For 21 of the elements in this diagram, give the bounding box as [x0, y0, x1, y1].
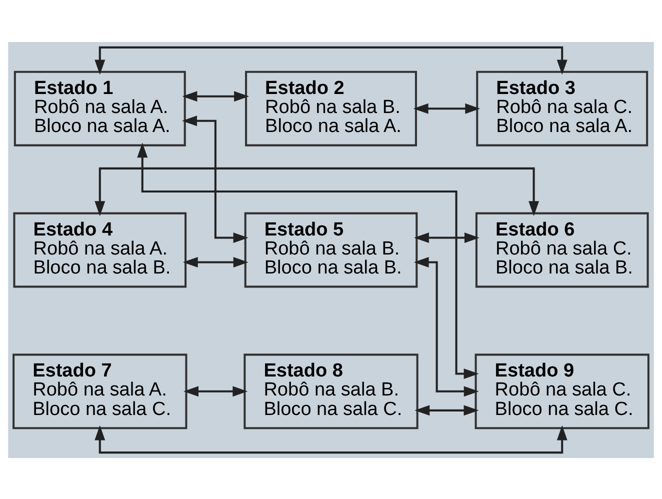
arrow	[414, 232, 480, 242]
node-box: Estado 1 Robô na sala A. Bloco na sala A.	[14, 70, 186, 146]
arrow	[414, 256, 479, 396]
node-box: Estado 6 Robô na sala C. Bloco na sala B.	[475, 212, 649, 288]
node-box: Estado 3 Robô na sala C. Bloco na sala A.	[476, 70, 648, 146]
node-box: Estado 2 Robô na sala B. Bloco na sala A.	[245, 70, 417, 146]
node-box: Estado 4 Robô na sala A. Bloco na sala B.	[13, 212, 187, 288]
node-box: Estado 8 Robô na sala B. Bloco na sala C.	[244, 353, 418, 429]
node-box: Estado 9 Robô na sala C. Bloco na sala C.	[474, 353, 650, 429]
arrow	[137, 142, 479, 378]
arrow	[414, 404, 479, 416]
node-box: Estado 7 Robô na sala A. Bloco na sala C.	[12, 353, 188, 429]
arrow	[182, 115, 248, 242]
arrow	[413, 102, 480, 114]
arrow	[182, 90, 250, 102]
arrow	[182, 256, 248, 267]
arrow	[94, 424, 568, 454]
arrow	[184, 386, 248, 396]
arrow	[94, 46, 568, 74]
node-box: Estado 5 Robô na sala B. Bloco na sala B.	[244, 212, 418, 288]
arrow	[94, 166, 540, 216]
